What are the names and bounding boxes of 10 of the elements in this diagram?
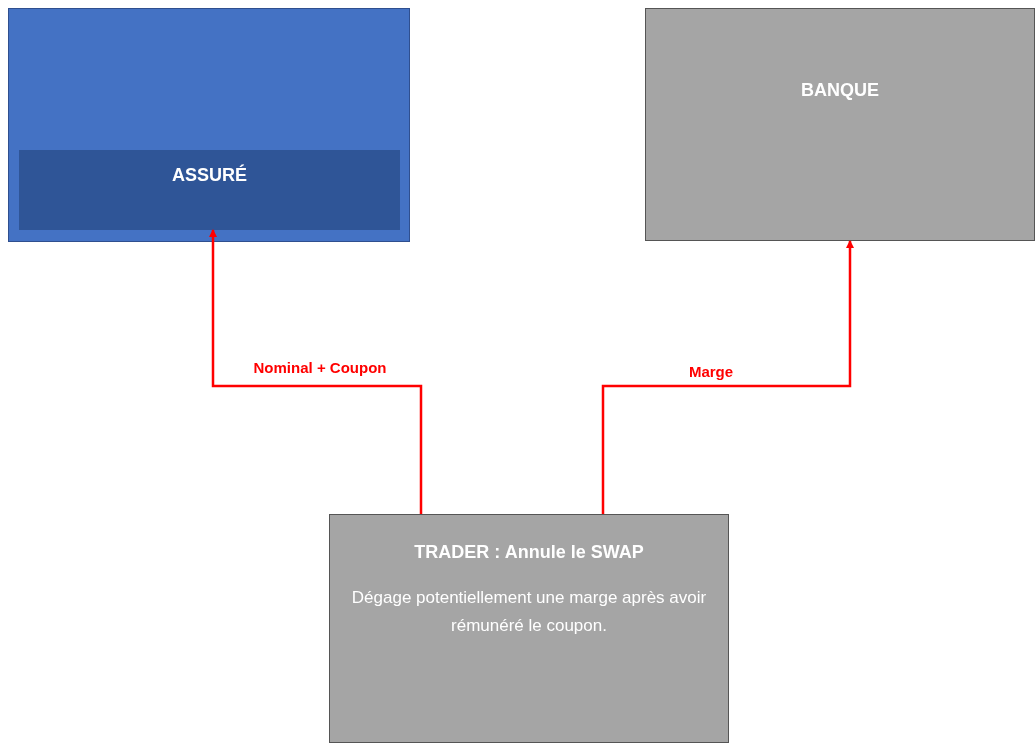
arrow	[601, 240, 854, 514]
box-description: Dégage potentiellement une marge après avoir rémunéré le coupon.	[350, 587, 708, 637]
box-title: TRADER : Annule le SWAP	[414, 541, 644, 564]
process-box	[329, 514, 729, 743]
process-box	[19, 150, 400, 230]
box-title: ASSURÉ	[172, 163, 247, 187]
group-box	[8, 8, 410, 242]
box-title: BANQUE	[801, 79, 879, 102]
arrow	[209, 229, 423, 514]
process-box	[645, 8, 1035, 241]
